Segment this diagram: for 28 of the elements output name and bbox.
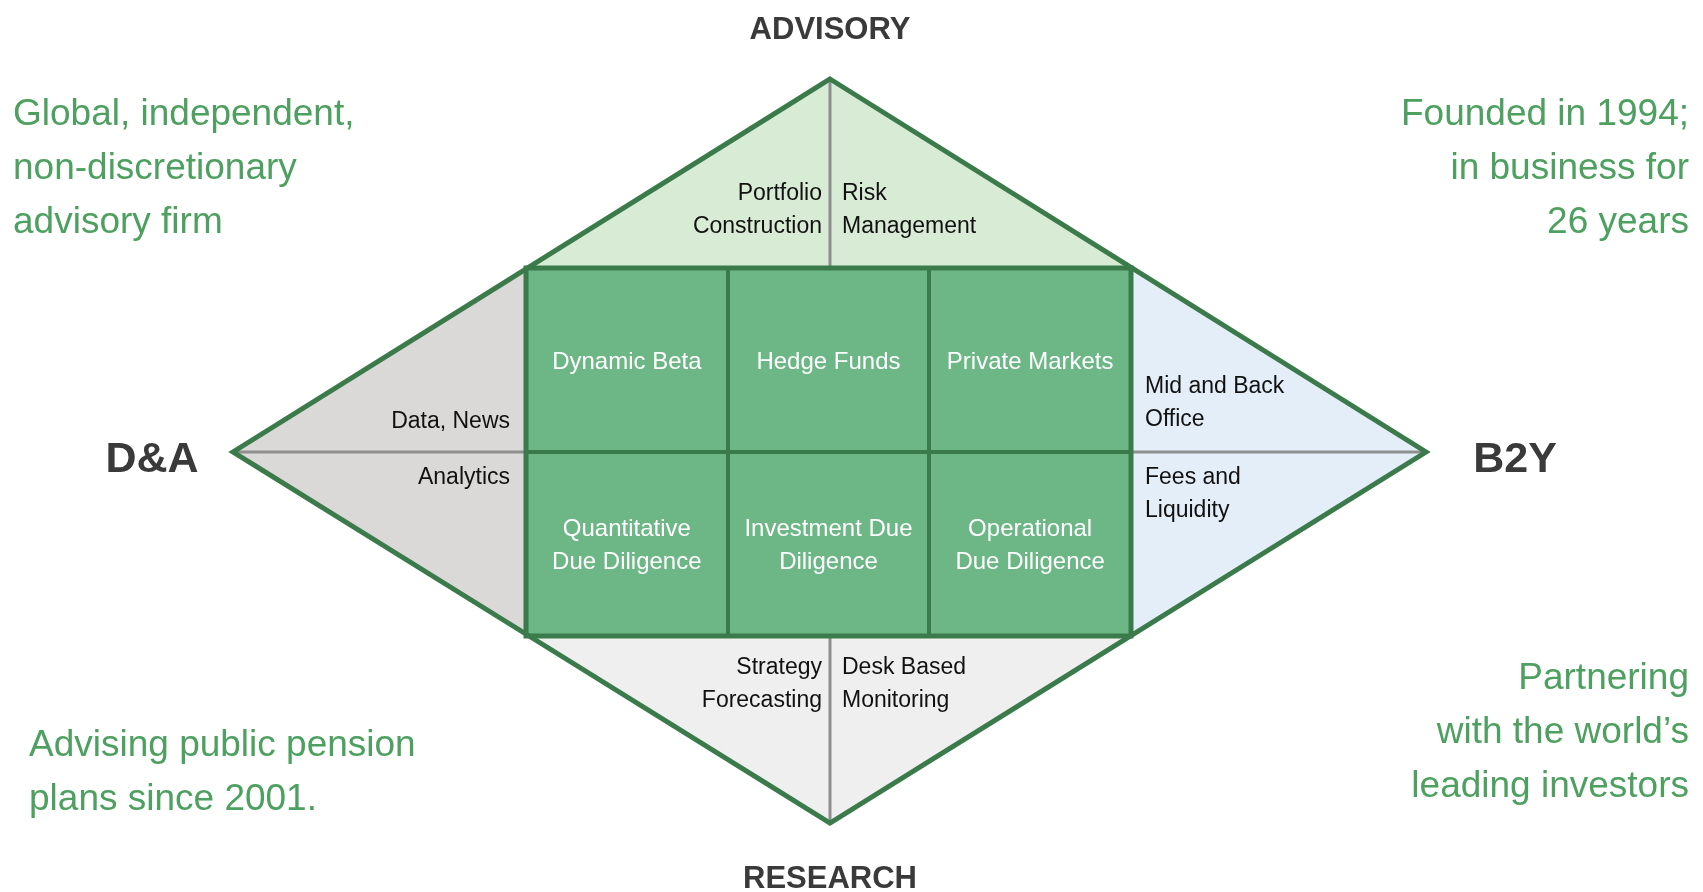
segment-label: Data, News (390, 406, 510, 435)
segment-label: Analytics (416, 462, 510, 491)
cell-text: Operational Due Diligence (954, 513, 1106, 576)
cell-text: Investment Due Diligence (743, 513, 914, 576)
segment-label: Mid and Back Office (1145, 371, 1286, 433)
feature-text: Global, independent, non-discretionary advisory firm (13, 91, 355, 243)
service-cell (526, 268, 728, 452)
corner-heading: D&A (105, 432, 199, 483)
service-cell (929, 452, 1131, 636)
segment-label: Portfolio Construction (691, 178, 822, 240)
service-cell (929, 268, 1131, 452)
corner-heading: RESEARCH (743, 859, 917, 892)
segment-label: Fees and Liquidity (1145, 462, 1242, 524)
cell-text: Hedge Funds (755, 345, 902, 376)
feature-text: Partnering with the world’s leading investors (1411, 655, 1689, 807)
cell-text: Dynamic Beta (551, 345, 703, 376)
service-cell (727, 268, 930, 452)
corner-heading: ADVISORY (749, 10, 911, 48)
service-cell (526, 452, 728, 636)
corner-heading: B2Y (1473, 432, 1557, 483)
cell-text: Quantitative Due Diligence (551, 513, 703, 576)
segment-label: Risk Management (842, 178, 978, 240)
segment-label: Desk Based Monitoring (842, 652, 967, 714)
feature-text: Advising public pension plans since 2001. (29, 722, 416, 820)
service-cell (727, 452, 930, 636)
feature-text: Founded in 1994; in business for 26 years (1401, 91, 1689, 243)
cell-text: Private Markets (945, 345, 1115, 376)
segment-label: Strategy Forecasting (700, 652, 822, 714)
